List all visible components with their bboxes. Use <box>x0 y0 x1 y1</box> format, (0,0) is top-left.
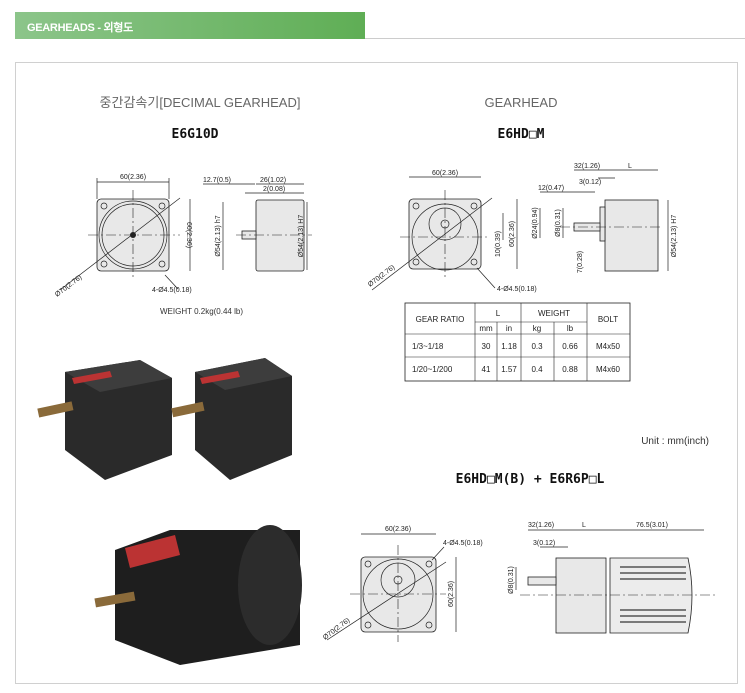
dim-shaft-d: Ø8(0.31) <box>508 566 515 594</box>
th-L: L <box>496 309 501 318</box>
dim-height: 60(2.36) <box>185 222 192 248</box>
th-gear-ratio: GEAR RATIO <box>416 315 465 324</box>
cell-kg: 0.4 <box>531 365 543 374</box>
dim-shaft-len: 32(1.26) <box>574 163 600 170</box>
dim-offset: 10(0.39) <box>495 231 502 257</box>
dim-shaft: 12.7(0.5) <box>203 177 231 184</box>
dim-height: 60(2.36) <box>509 221 516 247</box>
dim-flange: 2(0.08) <box>263 186 285 193</box>
dim-diag: Ø70(2.76) <box>322 617 351 642</box>
th-bolt: BOLT <box>598 315 618 324</box>
dim-holes: 4-Ø4.5(0.18) <box>497 286 537 293</box>
cell-in: 1.57 <box>501 365 517 374</box>
dim-bore-h7: Ø54(2.13) h7 <box>215 215 222 256</box>
cell-mm: 41 <box>482 365 491 374</box>
cell-mm: 30 <box>482 342 491 351</box>
dim-L: L <box>628 163 632 170</box>
dim-diag: Ø70(2.76) <box>367 264 396 289</box>
cell-bolt: M4x60 <box>596 365 621 374</box>
dim-height: 60(2.36) <box>448 581 455 607</box>
th-lb: lb <box>567 324 574 333</box>
dim-motor-len: 76.5(3.01) <box>636 522 668 529</box>
gearhead-front-view: 60(2.36) 60(2.36) 10(0.39) Ø70(2.76) 4-Ø… <box>367 170 537 293</box>
dim-shaft-len: 32(1.26) <box>528 522 554 529</box>
gearhead-photo-2 <box>171 358 292 480</box>
geared-motor-side-view: 32(1.26) L 76.5(3.01) 3(0.12) Ø8(0.31) <box>508 522 715 634</box>
cell-ratio: 1/3~1/18 <box>412 342 444 351</box>
cell-lb: 0.88 <box>562 365 578 374</box>
th-mm: mm <box>479 324 493 333</box>
dim-holes: 4-Ø4.5(0.18) <box>443 540 483 547</box>
dim-width: 60(2.36) <box>120 174 146 181</box>
dim-key: 3(0.12) <box>533 540 555 547</box>
dim-bore-H7: Ø54(2.13) H7 <box>298 215 305 258</box>
section-title: GEARHEADS - 외형도 <box>27 22 133 34</box>
table-row: 1/20~1/200 41 1.57 0.4 0.88 M4x60 <box>412 365 621 374</box>
bottom-model: E6HD□M(B) + E6R6P□L <box>456 472 605 487</box>
cell-bolt: M4x50 <box>596 342 621 351</box>
right-model: E6HD□M <box>498 127 545 142</box>
cell-lb: 0.66 <box>562 342 578 351</box>
unit-label: Unit : mm(inch) <box>641 436 709 447</box>
cell-kg: 0.3 <box>531 342 543 351</box>
dim-bore: Ø54(2.13) H7 <box>671 215 678 258</box>
header-divider <box>365 38 745 39</box>
dim-L: L <box>582 522 586 529</box>
left-model: E6G10D <box>172 127 219 142</box>
gearhead-side-view: 32(1.26) L 3(0.12) 12(0.47) Ø24(0.94) Ø8… <box>532 163 678 273</box>
dim-key: 3(0.12) <box>579 179 601 186</box>
gear-ratio-table: GEAR RATIO L WEIGHT BOLT mm in kg lb 1/3… <box>404 302 631 382</box>
th-kg: kg <box>533 324 541 333</box>
section-header: GEARHEADS - 외형도 <box>15 12 365 39</box>
left-section-title: 중간감속기[DECIMAL GEARHEAD] <box>100 95 301 110</box>
th-in: in <box>506 324 512 333</box>
decimal-gearhead-front-view: 60(2.36) 60(2.36) Ø70(2.76) 4-Ø4.5(0.18) <box>54 174 192 299</box>
dim-shaft-tip: 12(0.47) <box>538 185 564 192</box>
table-row: 1/3~1/18 30 1.18 0.3 0.66 M4x50 <box>412 342 621 351</box>
dim-width: 60(2.36) <box>432 170 458 177</box>
dim-diag: Ø70(2.76) <box>54 274 83 299</box>
cell-in: 1.18 <box>501 342 517 351</box>
geared-motor-photo <box>94 525 302 665</box>
decimal-gearhead-side-view: 12.7(0.5) 26(1.02) 2(0.08) Ø54(2.13) h7 … <box>203 177 312 272</box>
left-weight: WEIGHT 0.2kg(0.44 lb) <box>160 307 243 316</box>
dim-length: 26(1.02) <box>260 177 286 184</box>
geared-motor-front-view: 60(2.36) 4-Ø4.5(0.18) 60(2.36) Ø70(2.76) <box>322 526 483 642</box>
right-section-title: GEARHEAD <box>485 95 558 110</box>
th-weight: WEIGHT <box>538 309 570 318</box>
dim-width: 60(2.36) <box>385 526 411 533</box>
cell-ratio: 1/20~1/200 <box>412 365 453 374</box>
dim-holes: 4-Ø4.5(0.18) <box>152 287 192 294</box>
dim-shaft-d: Ø8(0.31) <box>555 209 562 237</box>
dim-boss: Ø24(0.94) <box>532 207 539 239</box>
dim-key-h: 7(0.28) <box>577 251 584 273</box>
gearhead-photo-1 <box>37 360 172 480</box>
content-panel <box>15 62 738 684</box>
